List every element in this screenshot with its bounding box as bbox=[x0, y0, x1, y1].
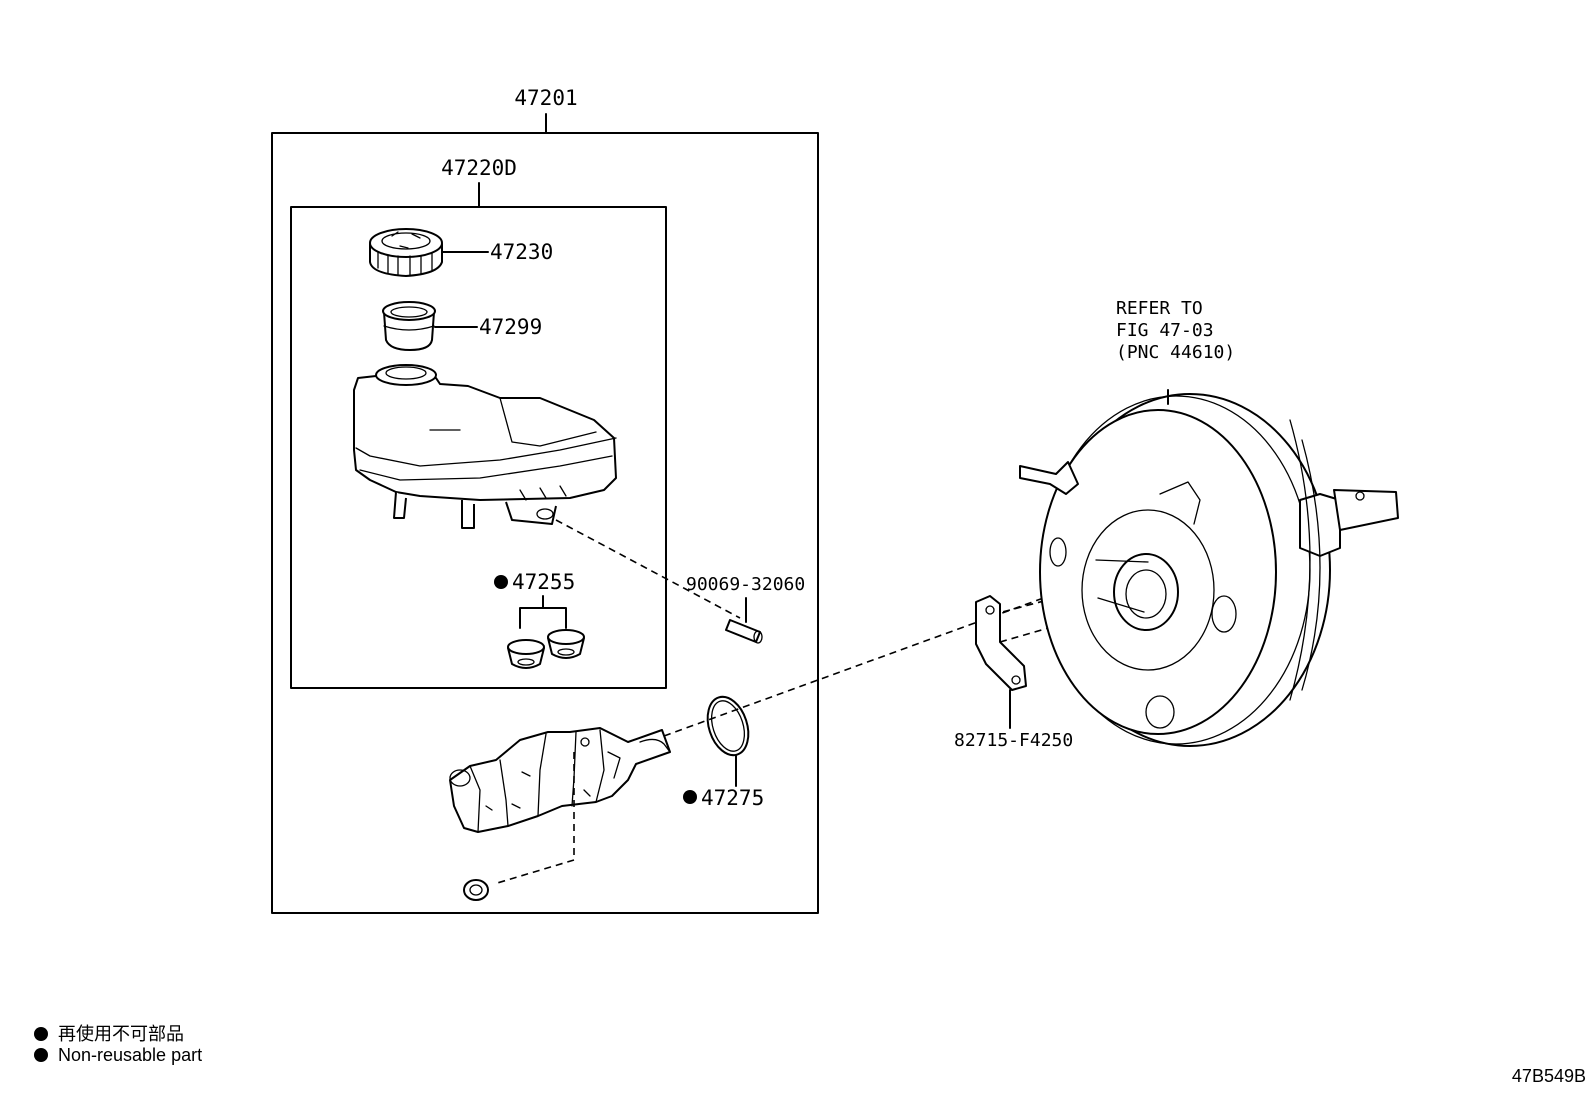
label-90069-32060: 90069-32060 bbox=[686, 574, 805, 595]
label-47230: 47230 bbox=[490, 240, 553, 264]
refer-text-line2: FIG 47-03 bbox=[1116, 320, 1214, 341]
label-82715-F4250: 82715-F4250 bbox=[954, 730, 1073, 751]
refer-text-line3: (PNC 44610) bbox=[1116, 342, 1235, 363]
bracket-drawing bbox=[975, 595, 1027, 691]
label-47275: 47275 bbox=[701, 786, 764, 810]
assembly-box: 47201 bbox=[271, 86, 819, 914]
reservoir-tank-drawing bbox=[353, 364, 617, 529]
strainer-drawing bbox=[382, 301, 436, 351]
master-cylinder-drawing bbox=[449, 727, 671, 833]
legend-item-japanese: 再使用不可部品 bbox=[34, 1020, 184, 1046]
label-47201: 47201 bbox=[514, 86, 577, 110]
reservoir-cap-drawing bbox=[369, 228, 443, 277]
grommets-drawing bbox=[507, 629, 585, 669]
reservoir-box: 47220D bbox=[290, 156, 667, 689]
label-47220D: 47220D bbox=[441, 156, 517, 180]
o-ring-drawing bbox=[706, 695, 750, 757]
non-reusable-marker-47255 bbox=[494, 575, 508, 589]
label-47299: 47299 bbox=[479, 315, 542, 339]
brake-booster-drawing bbox=[1019, 389, 1399, 747]
legend-text-english: Non-reusable part bbox=[58, 1045, 203, 1065]
non-reusable-marker-47275 bbox=[683, 790, 697, 804]
pin-drawing bbox=[725, 619, 763, 644]
label-47255: 47255 bbox=[512, 570, 575, 594]
legend-item-english: Non-reusable part bbox=[34, 1045, 202, 1066]
refer-text-line1: REFER TO bbox=[1116, 298, 1203, 319]
legend-text-japanese: 再使用不可部品 bbox=[58, 1024, 184, 1044]
seal-cup-drawing bbox=[463, 879, 489, 901]
filled-circle-icon bbox=[34, 1027, 48, 1041]
illustration-code: 47B549B bbox=[1511, 1066, 1586, 1086]
filled-circle-icon bbox=[34, 1048, 48, 1062]
